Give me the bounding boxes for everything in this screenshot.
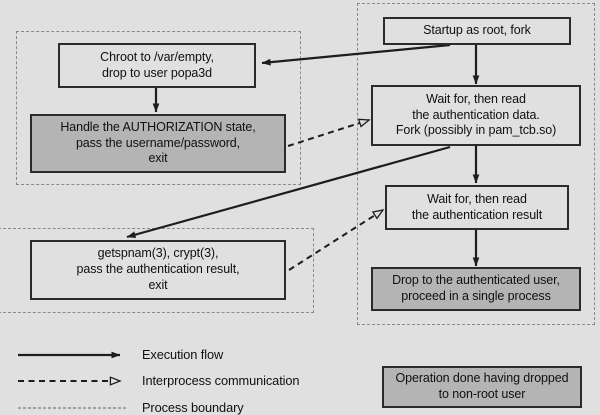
node-wait-read-auth-data[interactable]: Wait for, then read the authentication d… (371, 85, 581, 146)
node-startup-as-root[interactable]: Startup as root, fork (383, 17, 571, 45)
node-chroot[interactable]: Chroot to /var/empty, drop to user popa3… (58, 43, 256, 88)
node-drop-to-authenticated-user[interactable]: Drop to the authenticated user, proceed … (371, 267, 581, 311)
legend-label-execution-flow: Execution flow (142, 347, 224, 362)
legend-box-non-root-operation: Operation done having dropped to non-roo… (382, 366, 582, 408)
node-wait-read-auth-result[interactable]: Wait for, then read the authentication r… (385, 185, 569, 230)
node-handle-authorization[interactable]: Handle the AUTHORIZATION state, pass the… (30, 114, 286, 173)
legend-label-process-boundary: Process boundary (142, 400, 244, 415)
legend-label-interprocess-communication: Interprocess communication (142, 373, 300, 388)
node-getspnam-crypt[interactable]: getspnam(3), crypt(3), pass the authenti… (30, 240, 286, 300)
